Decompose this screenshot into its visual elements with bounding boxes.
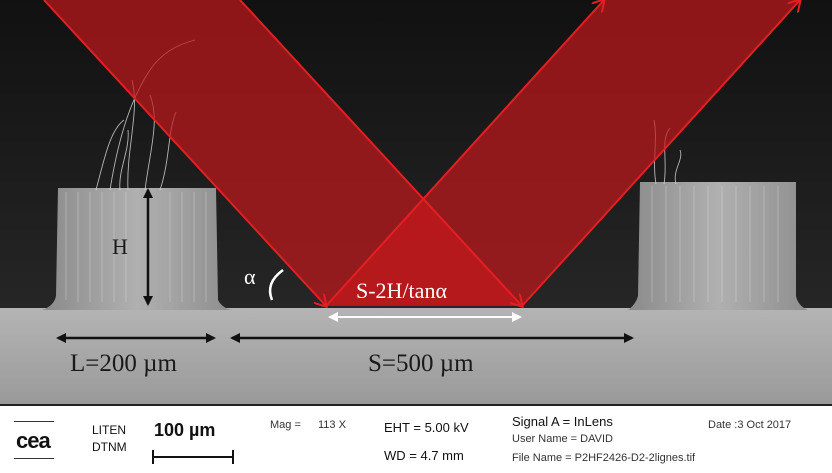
angle-arc bbox=[268, 268, 284, 301]
spacing-label: S=500 µm bbox=[368, 350, 474, 377]
date-value: Date :3 Oct 2017 bbox=[708, 419, 792, 431]
cea-logo: cea bbox=[14, 420, 54, 460]
reflected-edge-right bbox=[521, 0, 800, 307]
angle-label: α bbox=[244, 264, 256, 289]
reflected-beam bbox=[326, 0, 800, 306]
sem-data-bar: cea LITEN DTNM 100 µm Mag = 113 X EHT = … bbox=[0, 404, 832, 473]
gap-label: S-2H/tanα bbox=[356, 278, 447, 303]
height-label: H bbox=[112, 234, 128, 259]
mag-value: 113 X bbox=[318, 419, 346, 431]
logo-text: cea bbox=[16, 428, 51, 453]
mag-label: Mag = bbox=[270, 419, 301, 431]
left-pillar bbox=[42, 39, 232, 310]
laser-beams bbox=[43, 0, 800, 307]
sem-image bbox=[0, 0, 832, 404]
wd-value: WD = 4.7 mm bbox=[384, 448, 464, 463]
reflected-edge-left bbox=[325, 0, 604, 307]
org-line1: LITEN bbox=[92, 423, 127, 437]
width-label: L=200 µm bbox=[70, 350, 177, 377]
file-name: File Name = P2HF2426-D2-2lignes.tif bbox=[512, 452, 696, 464]
incident-edge-left bbox=[43, 0, 326, 306]
scale-bar bbox=[152, 450, 234, 464]
scale-label: 100 µm bbox=[154, 420, 216, 440]
right-pillar bbox=[628, 119, 808, 310]
signal-value: Signal A = InLens bbox=[512, 414, 613, 429]
eht-value: EHT = 5.00 kV bbox=[384, 420, 469, 435]
substrate bbox=[0, 308, 832, 404]
user-name: User Name = DAVID bbox=[512, 433, 613, 445]
incident-edge-right bbox=[239, 0, 522, 306]
org-line2: DTNM bbox=[92, 440, 127, 454]
